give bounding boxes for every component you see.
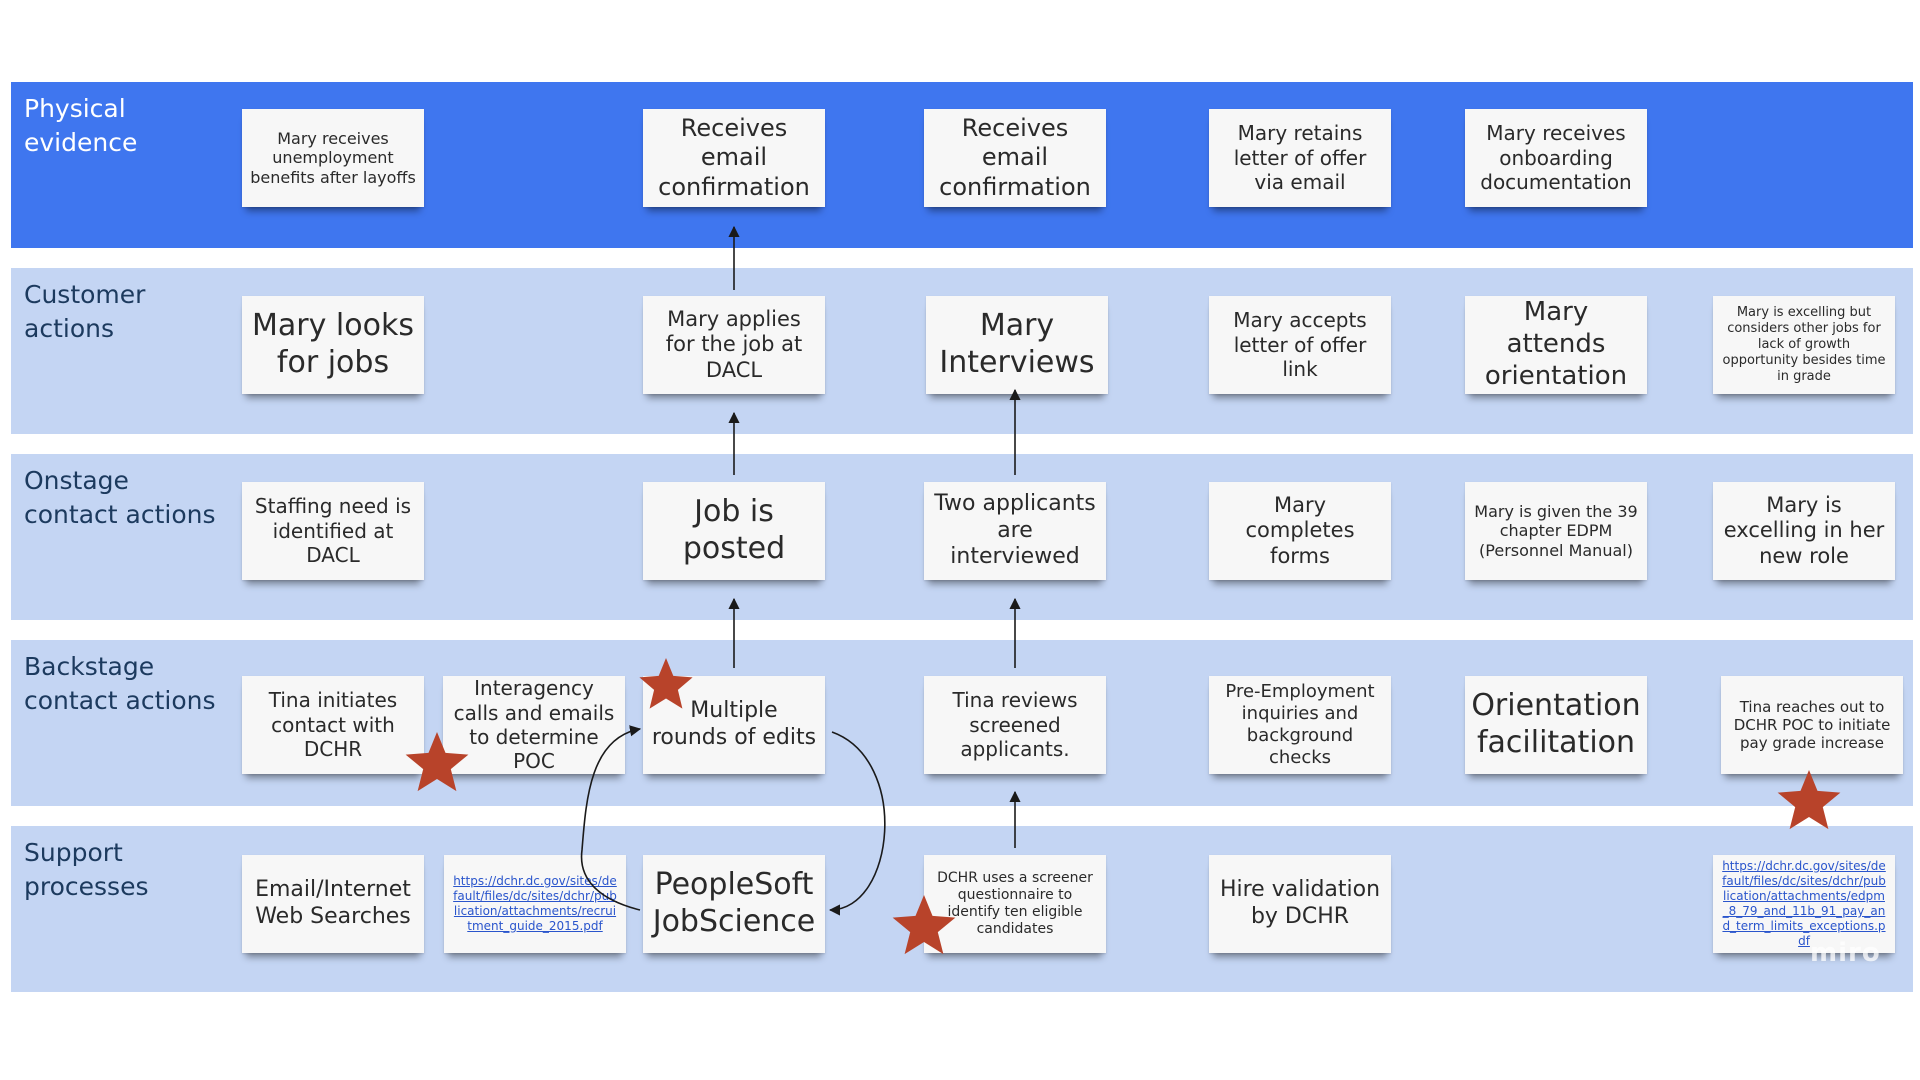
sticky-note[interactable]: PeopleSoft JobScience bbox=[643, 855, 825, 953]
sticky-note[interactable]: Tina reaches out to DCHR POC to initiate… bbox=[1721, 676, 1903, 774]
note-text: DCHR uses a screener questionnaire to id… bbox=[937, 869, 1093, 938]
sticky-note[interactable]: Tina reviews screened applicants. bbox=[924, 676, 1106, 774]
sticky-note[interactable]: Tina initiates contact with DCHR bbox=[242, 676, 424, 774]
sticky-note[interactable]: Mary is given the 39 chapter EDPM (Perso… bbox=[1465, 482, 1647, 580]
url-link[interactable]: https://dchr.dc.gov/sites/default/files/… bbox=[453, 874, 617, 933]
note-text: Tina initiates contact with DCHR bbox=[268, 688, 398, 762]
star-icon bbox=[1777, 770, 1841, 830]
note-text: Mary Interviews bbox=[939, 308, 1095, 380]
note-text: PeopleSoft JobScience bbox=[652, 867, 816, 939]
note-text: Mary is excelling in her new role bbox=[1723, 492, 1885, 568]
sticky-note[interactable]: Mary is excelling in her new role bbox=[1713, 482, 1895, 580]
sticky-note[interactable]: Mary accepts letter of offer link bbox=[1209, 296, 1391, 394]
star-icon bbox=[892, 895, 956, 955]
miro-watermark: miro bbox=[1810, 938, 1881, 968]
sticky-note[interactable]: Orientation facilitation bbox=[1465, 676, 1647, 774]
link-note[interactable]: https://dchr.dc.gov/sites/default/files/… bbox=[444, 855, 626, 953]
note-text: Receives email confirmation bbox=[939, 114, 1091, 201]
note-text: Pre-Employment inquiries and background … bbox=[1225, 681, 1375, 768]
note-text: Interagency calls and emails to determin… bbox=[453, 676, 615, 774]
note-text: Multiple rounds of edits bbox=[651, 698, 817, 750]
note-text: Mary is excelling but considers other jo… bbox=[1722, 305, 1886, 384]
lane-label: Onstage contact actions bbox=[24, 466, 216, 529]
note-text: Two applicants are interviewed bbox=[934, 490, 1096, 570]
note-text: Mary looks for jobs bbox=[252, 308, 414, 380]
sticky-note[interactable]: Email/Internet Web Searches bbox=[242, 855, 424, 953]
note-text: Mary receives unemployment benefits afte… bbox=[250, 128, 416, 187]
lane-label: Support processes bbox=[24, 838, 149, 901]
url-link[interactable]: https://dchr.dc.gov/sites/default/files/… bbox=[1722, 859, 1886, 948]
note-text: Staffing need is identified at DACL bbox=[254, 494, 412, 568]
sticky-note[interactable]: Mary completes forms bbox=[1209, 482, 1391, 580]
note-text: Email/Internet Web Searches bbox=[255, 877, 411, 929]
sticky-note[interactable]: Mary retains letter of offer via email bbox=[1209, 109, 1391, 207]
sticky-note[interactable]: DCHR uses a screener questionnaire to id… bbox=[924, 855, 1106, 953]
sticky-note[interactable]: Receives email confirmation bbox=[643, 109, 825, 207]
sticky-note[interactable]: Staffing need is identified at DACL bbox=[242, 482, 424, 580]
lane-label: Customer actions bbox=[24, 280, 146, 343]
note-text: Mary completes forms bbox=[1245, 492, 1355, 568]
note-text: Hire validation by DCHR bbox=[1219, 877, 1381, 929]
sticky-note[interactable]: Job is posted bbox=[643, 482, 825, 580]
sticky-note[interactable]: Mary attends orientation bbox=[1465, 296, 1647, 394]
sticky-note[interactable]: Mary looks for jobs bbox=[242, 296, 424, 394]
sticky-note[interactable]: Pre-Employment inquiries and background … bbox=[1209, 676, 1391, 774]
sticky-note[interactable]: Hire validation by DCHR bbox=[1209, 855, 1391, 953]
curved-arrow-connector[interactable] bbox=[828, 731, 886, 916]
sticky-note[interactable]: Mary Interviews bbox=[926, 296, 1108, 394]
sticky-note[interactable]: Mary applies for the job at DACL bbox=[643, 296, 825, 394]
star-icon bbox=[639, 658, 693, 709]
note-text: Mary attends orientation bbox=[1484, 297, 1628, 391]
lane-label: Backstage contact actions bbox=[24, 652, 216, 715]
note-text: Tina reviews screened applicants. bbox=[952, 688, 1078, 762]
curved-arrow-connector[interactable] bbox=[580, 725, 642, 911]
sticky-note[interactable]: Mary receives unemployment benefits afte… bbox=[242, 109, 424, 207]
note-text: Tina reaches out to DCHR POC to initiate… bbox=[1733, 697, 1891, 753]
link-note[interactable]: https://dchr.dc.gov/sites/default/files/… bbox=[1713, 855, 1895, 953]
note-text: Job is posted bbox=[682, 494, 786, 566]
sticky-note[interactable]: Receives email confirmation bbox=[924, 109, 1106, 207]
note-text: Mary accepts letter of offer link bbox=[1233, 308, 1367, 382]
note-text: Mary retains letter of offer via email bbox=[1233, 121, 1367, 195]
sticky-note[interactable]: Interagency calls and emails to determin… bbox=[443, 676, 625, 774]
note-text: Receives email confirmation bbox=[658, 114, 810, 201]
star-icon bbox=[405, 732, 469, 792]
sticky-note[interactable]: Mary receives onboarding documentation bbox=[1465, 109, 1647, 207]
note-text: Mary receives onboarding documentation bbox=[1480, 121, 1632, 195]
sticky-note[interactable]: Mary is excelling but considers other jo… bbox=[1713, 296, 1895, 394]
lane-label: Physical evidence bbox=[24, 94, 138, 157]
note-text: Mary applies for the job at DACL bbox=[665, 306, 803, 382]
note-text: Orientation facilitation bbox=[1471, 688, 1641, 760]
sticky-note[interactable]: Two applicants are interviewed bbox=[924, 482, 1106, 580]
note-text: Mary is given the 39 chapter EDPM (Perso… bbox=[1474, 501, 1638, 560]
